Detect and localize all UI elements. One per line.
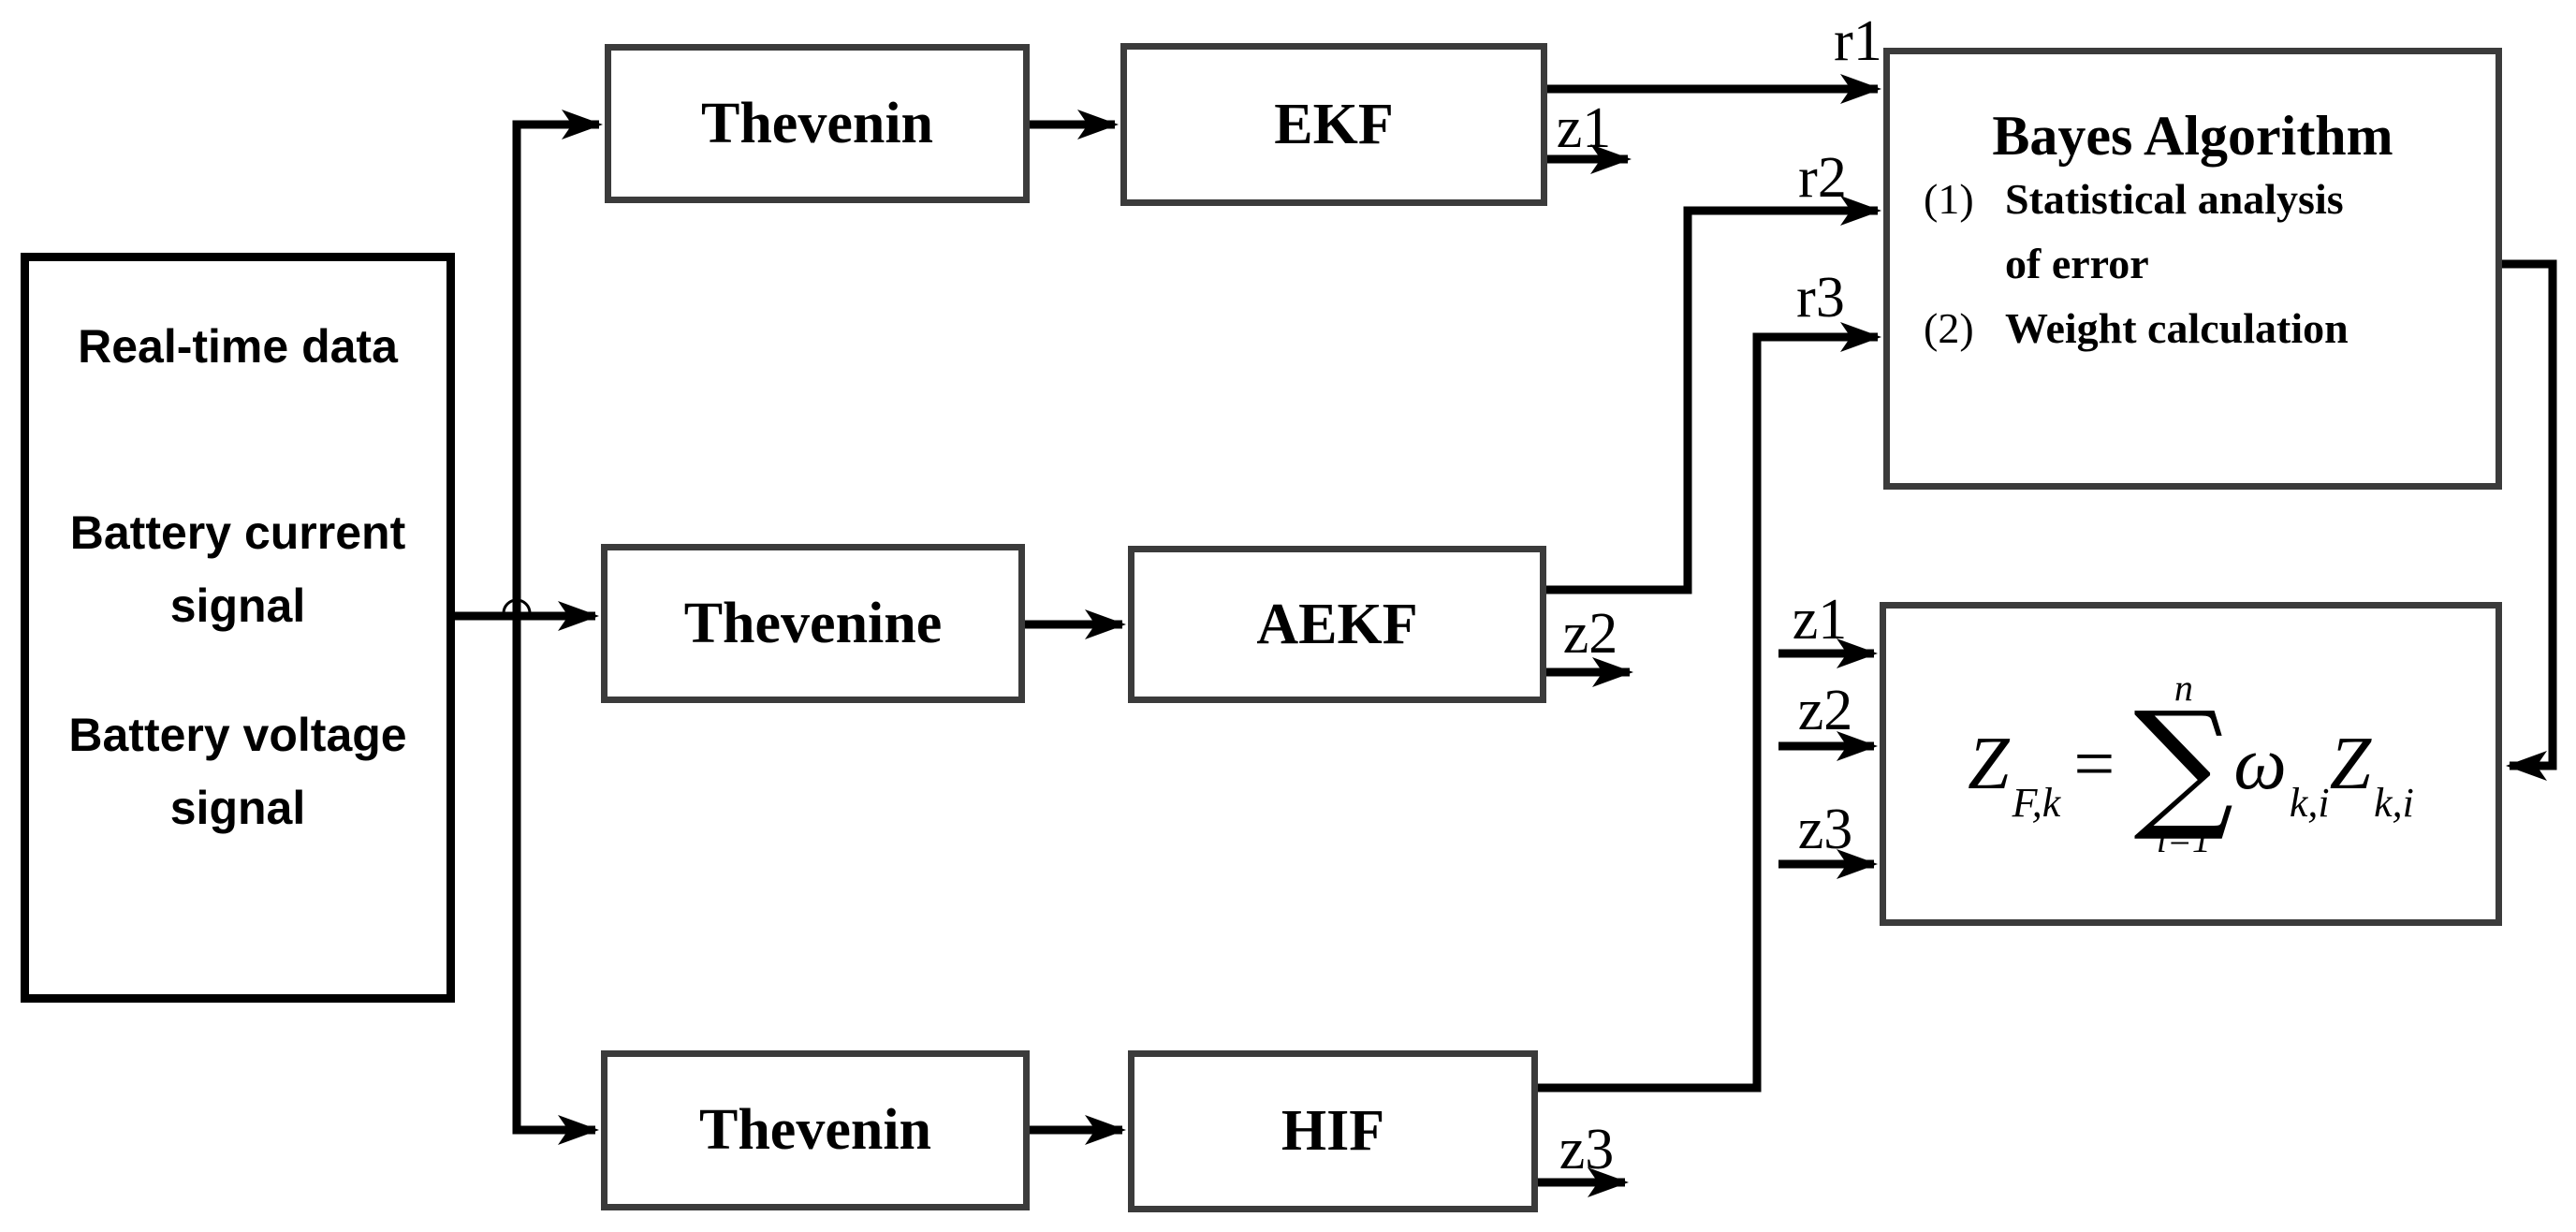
hif-label: HIF (1281, 1099, 1385, 1163)
ekf-box: EKF (1120, 43, 1547, 206)
bayes-algorithm-box: Bayes Algorithm (1) Statistical analysis… (1883, 48, 2502, 490)
label-z3-out: z3 (1559, 1118, 1615, 1181)
bayes-item2-number: (2) (1924, 304, 1974, 352)
thevenin-bottom-box: Thevenin (601, 1050, 1030, 1210)
label-z3-in: z3 (1797, 798, 1853, 861)
formula-sum: n ∑ i=1 (2133, 667, 2233, 860)
bayes-item2-text: Weight calculation (2005, 304, 2349, 352)
aekf-label: AEKF (1256, 592, 1418, 656)
wire-trunk-down-to-bottom-model (512, 616, 599, 1145)
hif-box: HIF (1128, 1050, 1538, 1212)
label-z2-in: z2 (1797, 679, 1853, 742)
sum-upper-limit: n (2174, 667, 2193, 709)
thevenin-top-box: Thevenin (605, 44, 1030, 203)
thevenin-bottom-label: Thevenin (698, 1098, 932, 1162)
ekf-label: EKF (1274, 92, 1394, 156)
label-z2-out: z2 (1562, 602, 1618, 666)
label-r2: r2 (1798, 146, 1847, 210)
wire-trunk-up-to-top-model (512, 110, 603, 616)
thevenin-top-label: Thevenin (700, 91, 934, 155)
battery-current-label: Battery current signal (69, 506, 406, 632)
realtime-data-box: Real-time data Battery current signal Ba… (21, 253, 455, 1003)
formula-weight-term: ωk,i (2233, 722, 2330, 826)
wire-crossover-hop (502, 598, 532, 614)
battery-voltage-label: Battery voltage signal (68, 709, 407, 834)
bayes-item1-number: (1) (1924, 175, 1974, 223)
wire-bayes-feedback-to-formula (2502, 259, 2557, 781)
label-z1-out: z1 (1556, 96, 1612, 160)
formula-equals: = (2073, 723, 2115, 804)
label-z1-in: z1 (1792, 588, 1848, 652)
aekf-box: AEKF (1128, 546, 1546, 703)
thevenine-middle-label: Thevenine (683, 591, 943, 655)
label-r1: r1 (1834, 9, 1882, 73)
formula-z-term: Zk,i (2329, 722, 2414, 826)
formula-lhs: ZF,k (1968, 722, 2061, 826)
realtime-title: Real-time data (78, 320, 398, 373)
sigma-symbol: ∑ (2133, 682, 2234, 845)
thevenine-middle-box: Thevenine (601, 544, 1025, 703)
bayes-title: Bayes Algorithm (1992, 105, 2393, 167)
sum-lower-limit: i=1 (2156, 818, 2211, 860)
fusion-formula-box: ZF,k = n ∑ i=1 ωk,i Zk,i (1880, 602, 2502, 926)
label-r3: r3 (1796, 266, 1845, 330)
fusion-formula: ZF,k = n ∑ i=1 ωk,i Zk,i (1968, 667, 2414, 860)
